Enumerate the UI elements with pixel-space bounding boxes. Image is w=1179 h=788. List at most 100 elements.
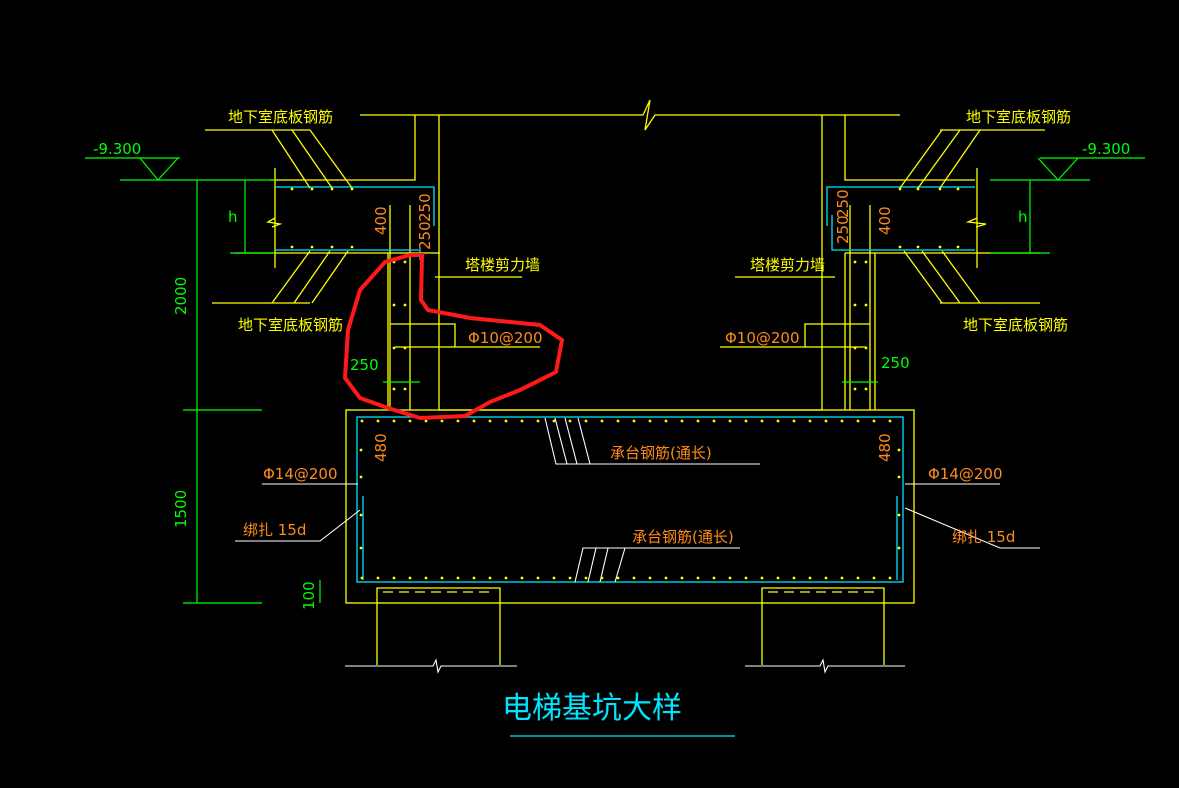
rebar-dot bbox=[359, 448, 363, 452]
rebar-dot bbox=[376, 576, 380, 580]
rebar-dot bbox=[840, 419, 844, 423]
rebar-dot bbox=[898, 245, 902, 249]
dim-480-left: 480 bbox=[372, 433, 390, 462]
rebar-dot bbox=[696, 419, 700, 423]
top-break-line bbox=[360, 99, 900, 131]
rebar-dot bbox=[680, 419, 684, 423]
rebar-dot bbox=[897, 546, 901, 550]
rebar-dot bbox=[403, 260, 407, 264]
elevation-right: -9.300 bbox=[1082, 140, 1130, 158]
rebar-dot bbox=[520, 576, 524, 580]
rebar-dot bbox=[897, 448, 901, 452]
rebar-dot bbox=[864, 346, 868, 350]
rebar-dot bbox=[776, 419, 780, 423]
rebar-dot bbox=[808, 419, 812, 423]
rebar-dot bbox=[392, 387, 396, 391]
rebar-dot bbox=[392, 576, 396, 580]
label-tie-left: 绑扎 15d bbox=[243, 521, 306, 539]
rebar-dot bbox=[648, 576, 652, 580]
elevation-left: -9.300 bbox=[93, 140, 141, 158]
label-stirrup-right: Φ10@200 bbox=[725, 329, 800, 347]
rebar-dot bbox=[584, 419, 588, 423]
rebar-dot bbox=[853, 387, 857, 391]
rebar-dot bbox=[392, 303, 396, 307]
rebar-dot bbox=[898, 187, 902, 191]
rebar-dot bbox=[424, 419, 428, 423]
dim-1500: 1500 bbox=[172, 490, 190, 528]
rebar-dot bbox=[403, 346, 407, 350]
label-side-rebar-left: Φ14@200 bbox=[263, 465, 338, 483]
dim-250-left: 250 bbox=[350, 356, 379, 374]
rebar-dot bbox=[824, 419, 828, 423]
rebar-dot bbox=[744, 576, 748, 580]
rebar-dot bbox=[938, 187, 942, 191]
label-slab-rebar-bl: 地下室底板钢筋 bbox=[238, 316, 343, 334]
rebar-dot bbox=[408, 576, 412, 580]
label-slab-rebar-tl: 地下室底板钢筋 bbox=[228, 108, 333, 126]
rebar-dot bbox=[310, 187, 314, 191]
rebar-dot bbox=[864, 387, 868, 391]
dim-h-left: h bbox=[228, 208, 238, 226]
dim-250a-right: 250 bbox=[834, 215, 852, 244]
pile-cap bbox=[235, 409, 1040, 604]
label-side-rebar-right: Φ14@200 bbox=[928, 465, 1003, 483]
rebar-dot bbox=[440, 419, 444, 423]
dim-250-right: 250 bbox=[881, 354, 910, 372]
rebar-dot bbox=[584, 576, 588, 580]
rebar-dot bbox=[864, 303, 868, 307]
label-shear-wall-right: 塔楼剪力墙 bbox=[750, 256, 825, 274]
dim-480-right: 480 bbox=[876, 433, 894, 462]
rebar-dot bbox=[392, 346, 396, 350]
dim-250b-right: 250 bbox=[834, 189, 852, 218]
rebar-dot bbox=[856, 419, 860, 423]
rebar-dot bbox=[472, 419, 476, 423]
rebar-dot bbox=[456, 576, 460, 580]
label-cap-rebar-top: 承台钢筋(通长) bbox=[610, 444, 712, 462]
rebar-dot bbox=[872, 419, 876, 423]
label-slab-rebar-br: 地下室底板钢筋 bbox=[963, 316, 1068, 334]
dim-250a-left: 250 bbox=[416, 221, 434, 250]
rebar-dot bbox=[728, 576, 732, 580]
rebar-dot bbox=[956, 245, 960, 249]
rebar-dot bbox=[888, 576, 892, 580]
rebar-dot bbox=[360, 576, 364, 580]
rebar-dot bbox=[916, 245, 920, 249]
rebar-dot bbox=[290, 245, 294, 249]
rebar-dot bbox=[712, 419, 716, 423]
piles bbox=[345, 587, 905, 674]
dim-250b-left: 250 bbox=[416, 193, 434, 222]
rebar-dot bbox=[792, 419, 796, 423]
rebar-dot bbox=[456, 419, 460, 423]
rebar-dot bbox=[310, 245, 314, 249]
red-markup-circle bbox=[342, 253, 565, 421]
rebar-dot bbox=[853, 303, 857, 307]
rebar-dot bbox=[632, 419, 636, 423]
label-tie-right: 绑扎 15d bbox=[952, 528, 1015, 546]
rebar-dot bbox=[744, 419, 748, 423]
drawing-title: 电梯基坑大样 bbox=[502, 691, 682, 726]
rebar-dot bbox=[568, 419, 572, 423]
rebar-dot bbox=[568, 576, 572, 580]
rebar-dot bbox=[872, 576, 876, 580]
rebar-dot bbox=[359, 546, 363, 550]
rebar-dot bbox=[600, 576, 604, 580]
rebar-dot bbox=[792, 576, 796, 580]
rebar-dot bbox=[408, 419, 412, 423]
rebar-dot bbox=[616, 419, 620, 423]
rebar-dot bbox=[504, 576, 508, 580]
rebar-dot bbox=[290, 187, 294, 191]
rebar-dot bbox=[808, 576, 812, 580]
rebar-dot bbox=[776, 576, 780, 580]
rebar-dot bbox=[728, 419, 732, 423]
rebar-dot bbox=[424, 576, 428, 580]
rebar-dot bbox=[504, 419, 508, 423]
rebar-dot bbox=[350, 245, 354, 249]
rebar-dot bbox=[664, 419, 668, 423]
rebar-dot bbox=[680, 576, 684, 580]
rebar-dots bbox=[290, 187, 960, 580]
rebar-dot bbox=[536, 419, 540, 423]
rebar-dot bbox=[350, 187, 354, 191]
rebar-dot bbox=[472, 576, 476, 580]
rebar-dot bbox=[648, 419, 652, 423]
